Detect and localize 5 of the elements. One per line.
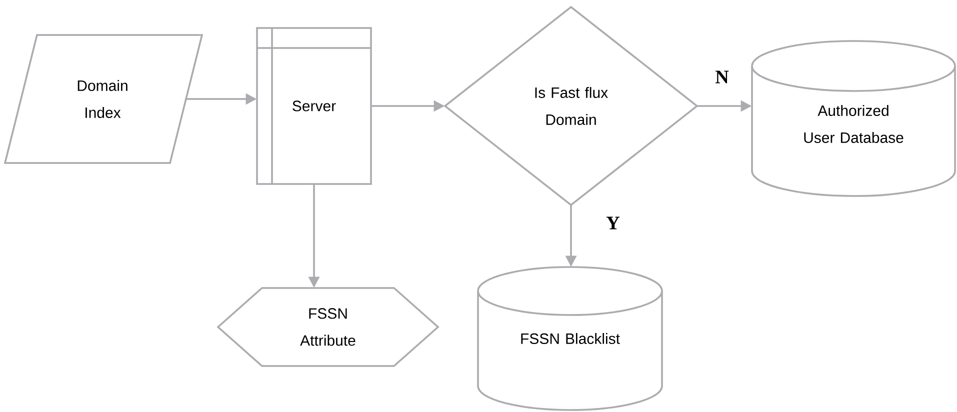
edge-label: N — [714, 70, 730, 84]
server-box: Server — [256, 27, 372, 185]
database-cylinder: FSSN Blacklist — [477, 266, 663, 411]
database-cylinder: Authorized User Database — [751, 40, 956, 197]
edge-label: Y — [605, 216, 621, 230]
